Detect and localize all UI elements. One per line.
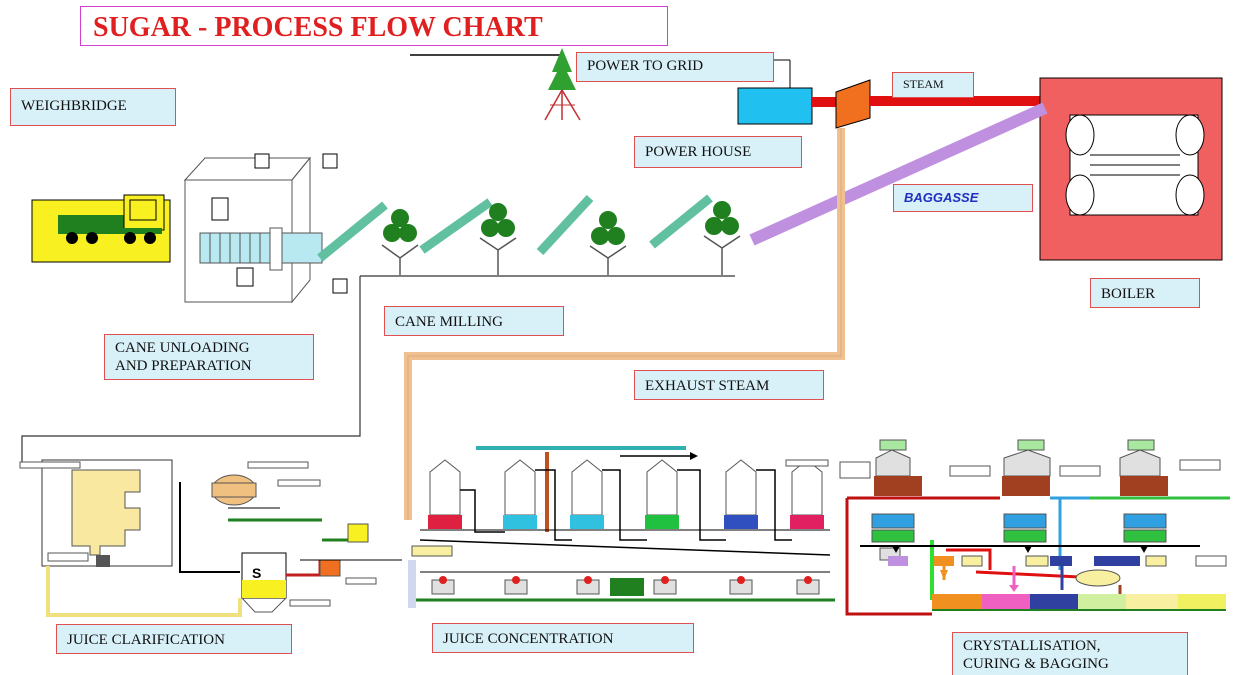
turbine-icon — [835, 79, 871, 129]
cane-mill-2 — [419, 198, 517, 275]
baggasse-label: BAGGASSE — [893, 184, 1033, 212]
boiler-icon — [1039, 77, 1223, 261]
page-title: SUGAR - PROCESS FLOW CHART — [80, 6, 668, 46]
cane-mill-3 — [536, 194, 627, 275]
truck-icon — [31, 194, 171, 263]
cane-milling-label: CANE MILLING — [384, 306, 564, 336]
power-to-grid-label: POWER TO GRID — [576, 52, 774, 82]
power-house-label: POWER HOUSE — [634, 136, 802, 168]
steam-line — [870, 96, 1152, 106]
crystallisation-line-2: CURING & BAGGING — [963, 656, 1109, 672]
steam-label: STEAM — [892, 72, 974, 98]
cane-unloading-line-2: AND PREPARATION — [115, 358, 252, 374]
transmission-tower-icon — [544, 48, 581, 121]
crystallisation-label: CRYSTALLISATION, CURING & BAGGING — [952, 632, 1188, 675]
boiler-label: BOILER — [1090, 278, 1200, 308]
exhaust-steam-pipe — [404, 128, 845, 520]
crystallisation-line-1: CRYSTALLISATION, — [963, 638, 1101, 654]
juice-clarification-label: JUICE CLARIFICATION — [56, 624, 292, 654]
exhaust-steam-label: EXHAUST STEAM — [634, 370, 824, 400]
weighbridge-label: WEIGHBRIDGE — [10, 88, 176, 126]
generator-icon — [737, 87, 813, 125]
juice-concentration-label: JUICE CONCENTRATION — [432, 623, 694, 653]
cane-mill-1 — [317, 201, 419, 275]
cane-unloading-label: CANE UNLOADING AND PREPARATION — [104, 334, 314, 380]
juice-concentration-equipment — [408, 446, 835, 608]
juice-clarification-equipment — [19, 459, 402, 617]
settler-label: S — [252, 565, 262, 581]
baggasse-conveyor — [749, 102, 1048, 246]
crystallisation-equipment — [839, 439, 1230, 616]
cane-unloading-line-1: CANE UNLOADING — [115, 340, 250, 356]
cane-unloading-building — [183, 153, 348, 304]
cane-mill-4 — [649, 194, 741, 275]
